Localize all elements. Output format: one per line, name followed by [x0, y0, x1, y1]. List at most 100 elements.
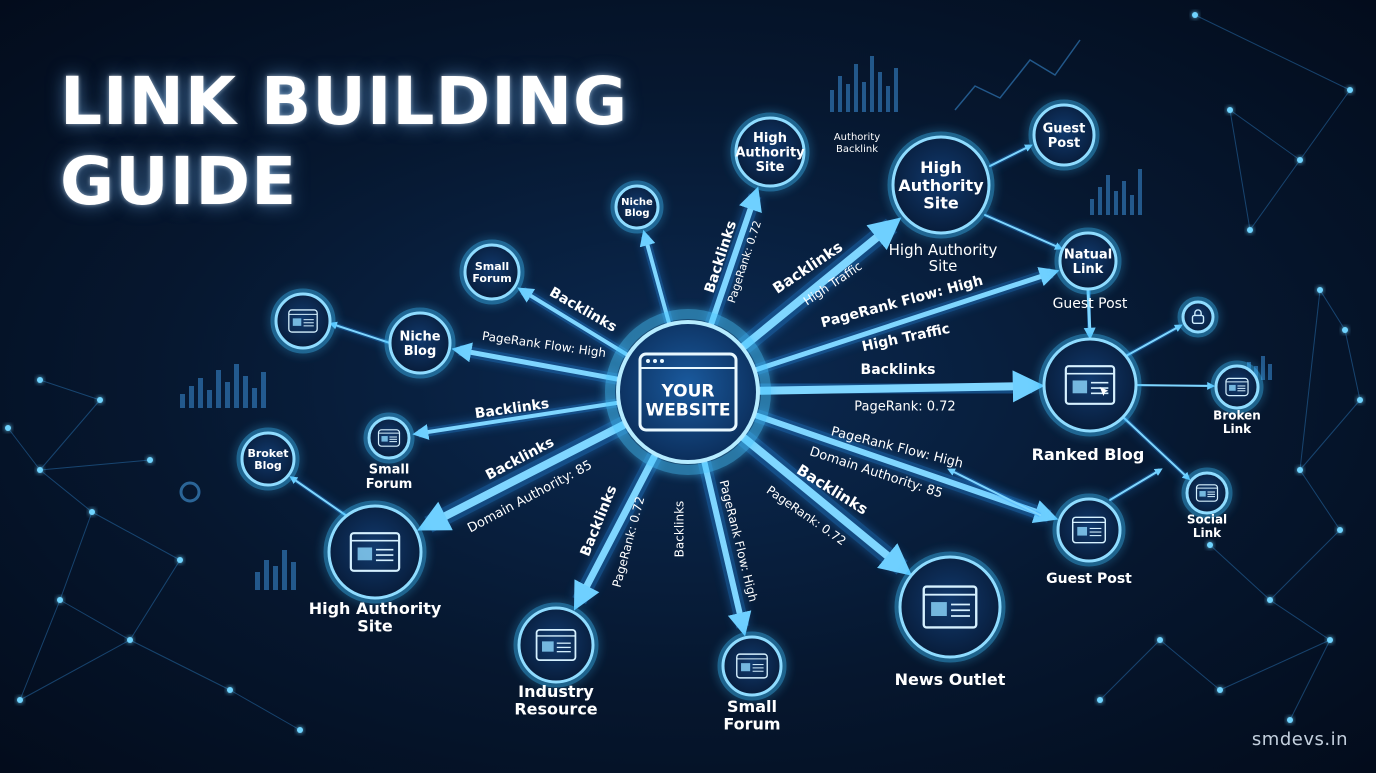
node-caption: Guest Post: [1053, 296, 1128, 312]
background-line: [1229, 109, 1251, 231]
browser-window-icon: [288, 309, 318, 333]
node-glow: [1210, 360, 1264, 414]
node-label: Post: [1048, 136, 1080, 151]
decor-bar: [198, 378, 203, 408]
node-label: Guest: [1043, 121, 1086, 136]
background-lines: [5, 12, 1363, 733]
node-label: High: [920, 158, 962, 177]
edge-label: Backlink: [836, 144, 878, 155]
node-circle: [463, 243, 521, 301]
background-dot: [1317, 287, 1323, 293]
decor-bar: [255, 572, 260, 590]
browser-window-icon: [922, 585, 978, 629]
node-label: Blog: [254, 459, 282, 472]
browser-window-icon: [1225, 377, 1249, 397]
background-dot: [227, 687, 233, 693]
decor-bar: [1098, 187, 1102, 215]
node-glow: [236, 427, 300, 491]
browser-window-icon: [377, 429, 401, 447]
node-label: Niche: [399, 329, 440, 344]
decor-bar: [878, 72, 882, 112]
node-circle: [891, 135, 991, 235]
arrow-secondary: [1122, 416, 1191, 481]
background-line: [1194, 14, 1351, 91]
background-dot: [177, 557, 183, 563]
background-dot: [57, 597, 63, 603]
background-line: [91, 511, 181, 561]
background-line: [1219, 639, 1331, 691]
browser-window-icon: [349, 532, 401, 572]
background-dot: [97, 397, 103, 403]
decor-bar: [264, 560, 269, 590]
node-circle: [1185, 471, 1229, 515]
node-n13: News Outlet: [894, 551, 1006, 689]
decor-bar: [1106, 175, 1110, 215]
node-caption: High Authority: [889, 241, 998, 259]
decor-bar: [1138, 169, 1142, 215]
arrow-secondary: [328, 321, 391, 346]
background-dot: [37, 467, 43, 473]
node-label: Blog: [624, 208, 649, 219]
background-dot: [5, 425, 11, 431]
node-glow: [1052, 493, 1126, 567]
node-circle: [240, 431, 296, 487]
node-label: Site: [357, 617, 393, 636]
background-dot: [1227, 107, 1233, 113]
background-dot: [1297, 157, 1303, 163]
background-line: [39, 469, 93, 513]
node-circle: [721, 635, 783, 697]
decor-bar: [862, 82, 866, 112]
center-glow: [605, 309, 771, 475]
decor-bar: [1114, 191, 1118, 215]
node-circle: [367, 416, 411, 460]
decor-bar: [207, 390, 212, 408]
node-label: Guest Post: [1046, 571, 1132, 587]
node-glow: [717, 631, 787, 701]
center-label: YOUR: [660, 382, 714, 402]
background-line: [1299, 89, 1351, 161]
node-label: Site: [756, 160, 785, 175]
background-dot: [1217, 687, 1223, 693]
background-line: [1299, 469, 1341, 531]
browser-window-icon: [1071, 516, 1107, 544]
node-label: Blog: [404, 344, 437, 359]
node-circle: [1042, 337, 1138, 433]
decor-bar: [282, 550, 287, 590]
arrow-from-center: [736, 429, 912, 576]
background-line: [39, 379, 101, 401]
node-circle: [1058, 231, 1118, 291]
background-line: [229, 689, 301, 731]
background-dot: [297, 727, 303, 733]
background-line: [1249, 159, 1301, 231]
node-glow: [730, 112, 810, 192]
arrow-secondary: [1108, 468, 1163, 502]
browser-window-icon: [1195, 484, 1219, 502]
decor-bars-left: [180, 364, 266, 408]
node-label: High: [753, 131, 787, 146]
node-glow: [270, 288, 336, 354]
node-circle: [517, 606, 595, 684]
node-circle: [388, 311, 452, 375]
decor-bar: [846, 84, 850, 112]
node-glow: [363, 412, 415, 464]
node-label: Forum: [366, 477, 413, 492]
node-glow: [1177, 296, 1219, 338]
background-line: [1229, 109, 1301, 161]
decor-bar: [243, 376, 248, 408]
browser-window-icon: [535, 628, 577, 662]
node-label: Resource: [514, 700, 597, 719]
arrow-from-center: [697, 457, 752, 637]
background-line: [1299, 399, 1361, 471]
background-dot: [1287, 717, 1293, 723]
arrow-secondary: [947, 468, 1041, 517]
